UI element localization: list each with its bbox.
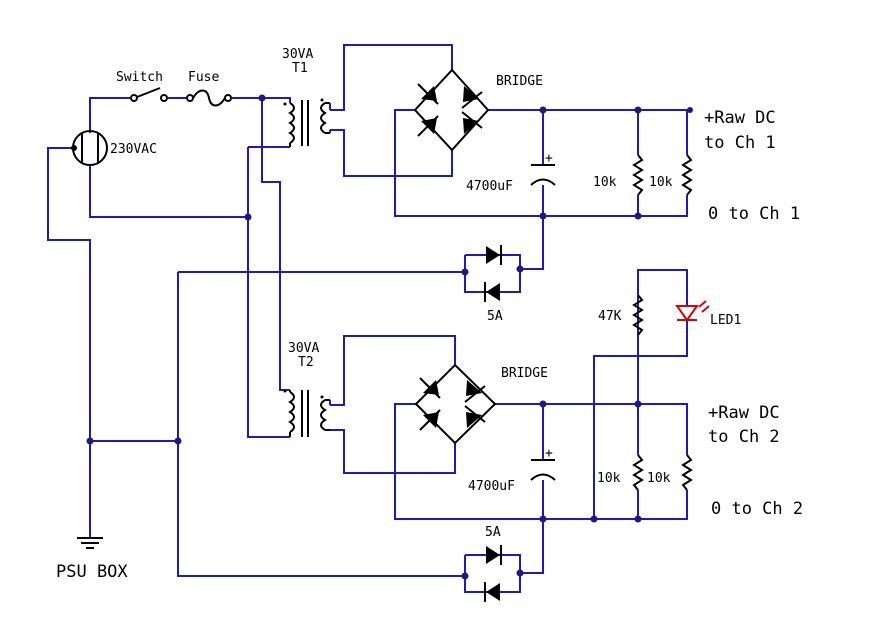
junction-dot: [539, 400, 547, 408]
r4-label: 10k: [647, 471, 671, 486]
bridge-rectifier-1: [413, 68, 490, 152]
ground-label: PSU BOX: [56, 562, 128, 582]
diode2-rating-label: 5A: [485, 525, 501, 540]
resistor-r4: [681, 454, 693, 491]
diode-pair-2: [484, 545, 502, 602]
labels: Switch Fuse 230VAC 30VA T1 30VA T2 BRIDG…: [56, 47, 803, 582]
resistor-47k: [632, 294, 644, 404]
junction-dot: [516, 569, 524, 577]
capacitor-2: [530, 459, 556, 481]
junction-dot: [461, 268, 469, 276]
junction-dot: [634, 106, 642, 114]
fuse: [186, 89, 232, 107]
t1-name-label: T1: [292, 61, 308, 76]
switch-label: Switch: [116, 70, 163, 85]
transformer-t2: [283, 389, 331, 437]
junction-dot: [86, 437, 94, 445]
ch2-positive-label: +Raw DC: [708, 403, 780, 423]
junction-dots: [86, 94, 693, 580]
junction-dot: [258, 94, 266, 102]
resistor-r3: [632, 454, 644, 491]
diode1-rating-label: 5A: [487, 309, 503, 324]
ch1-positive-label-2: to Ch 1: [704, 133, 776, 153]
ch2-ground-label: 0 to Ch 2: [711, 499, 803, 519]
junction-dot: [516, 265, 524, 273]
junction-dot: [687, 107, 693, 113]
t2-name-label: T2: [298, 355, 314, 370]
t2-rating-label: 30VA: [288, 341, 319, 356]
cap2-plus: +: [545, 446, 553, 461]
t1-rating-label: 30VA: [282, 47, 313, 62]
mains-socket: [71, 130, 108, 166]
transformer-t1: [283, 98, 331, 147]
r1-label: 10k: [593, 175, 617, 190]
junction-dot: [461, 572, 469, 580]
capacitor-1: [530, 164, 556, 186]
cap2-label: 4700uF: [468, 479, 515, 494]
led1: [675, 300, 710, 322]
junction-dot: [244, 213, 252, 221]
junction-dot: [634, 515, 642, 523]
junction-dot: [590, 515, 598, 523]
fuse-label: Fuse: [188, 70, 219, 85]
bridge1-label: BRIDGE: [496, 74, 543, 89]
ground-symbol: [77, 537, 103, 549]
cap1-label: 4700uF: [466, 179, 513, 194]
cap1-plus: +: [545, 151, 553, 166]
r-led-label: 47K: [598, 309, 622, 324]
junction-dot: [539, 515, 547, 523]
r3-label: 10k: [597, 471, 621, 486]
resistor-r1: [632, 154, 644, 196]
bridge-rectifier-2: [414, 363, 497, 445]
bridge2-label: BRIDGE: [501, 366, 548, 381]
junction-dot: [174, 437, 182, 445]
mains-switch: [130, 87, 186, 102]
ch1-positive-label: +Raw DC: [704, 108, 776, 128]
diode-pair-1: [484, 245, 502, 302]
r2-label: 10k: [649, 175, 673, 190]
wiring: [47, 44, 688, 593]
junction-dot: [539, 212, 547, 220]
junction-dot: [539, 106, 547, 114]
led-label: LED1: [710, 313, 741, 328]
ch1-ground-label: 0 to Ch 1: [708, 204, 800, 224]
ch2-positive-label-2: to Ch 2: [708, 427, 780, 447]
mains-label: 230VAC: [110, 142, 157, 157]
resistor-r2: [681, 154, 693, 196]
junction-dot: [634, 212, 642, 220]
